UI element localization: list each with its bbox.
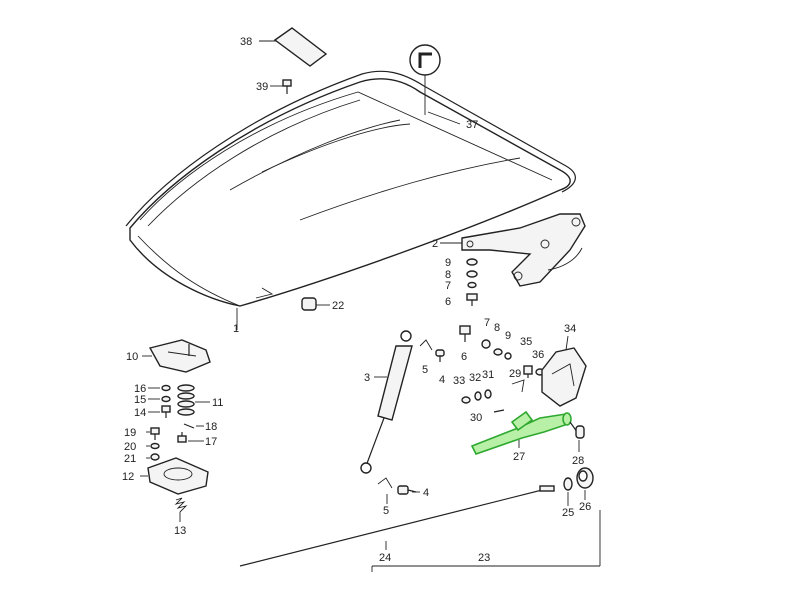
washer-15[interactable] [161, 395, 171, 403]
washer-32[interactable] [474, 391, 482, 401]
cable-guide-tube[interactable] [470, 410, 572, 455]
leader-lines [140, 40, 601, 572]
label-36: 36 [532, 349, 544, 361]
screw-30[interactable] [493, 409, 505, 413]
pin-18[interactable] [183, 423, 195, 429]
label-17: 17 [205, 436, 217, 448]
label-13: 13 [174, 525, 186, 537]
label-27: 27 [513, 451, 525, 463]
hood-panel[interactable] [129, 78, 571, 307]
label-4b: 4 [423, 487, 429, 499]
label-11: 11 [212, 397, 223, 409]
label-38: 38 [240, 36, 252, 48]
label-37: 37 [466, 119, 478, 131]
front-arrow-icon [409, 44, 441, 115]
latch-upper[interactable] [148, 339, 211, 373]
washer-9b[interactable] [504, 352, 512, 360]
label-30: 30 [470, 412, 482, 424]
clip-5a[interactable] [419, 339, 433, 351]
label-32: 32 [469, 372, 481, 384]
screw-17[interactable] [177, 432, 187, 443]
screw-19[interactable] [150, 427, 160, 440]
label-5a: 5 [422, 364, 428, 376]
label-5b: 5 [383, 505, 389, 517]
label-8a: 8 [445, 269, 451, 281]
washer-8b[interactable] [493, 348, 503, 356]
label-7b: 7 [484, 317, 490, 329]
nut-21[interactable] [150, 453, 160, 461]
label-10: 10 [126, 351, 138, 363]
label-31: 31 [482, 369, 494, 381]
bolt-6b[interactable] [459, 325, 471, 342]
cover-plate[interactable] [273, 27, 328, 67]
label-9a: 9 [445, 257, 451, 269]
label-19: 19 [124, 427, 136, 439]
label-22: 22 [332, 300, 344, 312]
label-16: 16 [134, 383, 146, 395]
washer-9a[interactable] [466, 258, 478, 266]
grommet-25[interactable] [563, 477, 573, 491]
label-7a: 7 [445, 280, 451, 292]
label-28: 28 [572, 455, 584, 467]
label-24: 24 [379, 552, 391, 564]
label-29: 29 [509, 368, 521, 380]
label-18: 18 [205, 421, 217, 433]
label-12: 12 [122, 471, 134, 483]
washer-8a[interactable] [466, 270, 478, 278]
hood-hinge[interactable] [461, 213, 586, 287]
gas-strut[interactable] [360, 330, 413, 474]
label-6a: 6 [445, 296, 451, 308]
hood-seal[interactable] [125, 70, 576, 227]
label-25: 25 [562, 507, 574, 519]
washer-16[interactable] [161, 384, 171, 392]
label-33: 33 [453, 375, 465, 387]
label-21: 21 [124, 453, 136, 465]
release-cable[interactable] [239, 485, 555, 567]
label-1: 1 [233, 323, 239, 335]
cap-26[interactable] [576, 467, 594, 489]
release-knob[interactable] [569, 421, 585, 439]
washer-20[interactable] [150, 442, 160, 450]
washer-7a[interactable] [467, 281, 477, 289]
bolt-6a[interactable] [466, 293, 478, 306]
label-6b: 6 [461, 351, 467, 363]
label-39: 39 [256, 81, 268, 93]
label-35: 35 [520, 336, 532, 348]
washer-7b[interactable] [481, 339, 491, 349]
label-23: 23 [478, 552, 490, 564]
latch-base[interactable] [147, 457, 209, 495]
label-14: 14 [134, 407, 146, 419]
label-9b: 9 [505, 330, 511, 342]
screw-39[interactable] [282, 79, 292, 94]
part-labels: 38 39 37 2 9 8 7 6 22 1 34 7 9 8 35 36 6… [122, 36, 591, 564]
pin-4a[interactable] [435, 349, 445, 362]
label-2: 2 [432, 238, 438, 250]
spring-11[interactable] [177, 384, 195, 416]
nut-33[interactable] [461, 396, 471, 404]
release-bracket[interactable] [541, 347, 587, 407]
label-15: 15 [134, 394, 146, 406]
clip-29[interactable] [511, 379, 525, 393]
label-3: 3 [364, 372, 370, 384]
washer-31[interactable] [484, 389, 492, 399]
label-8b: 8 [494, 322, 500, 334]
bump-stop[interactable] [301, 297, 317, 311]
bolt-14[interactable] [161, 405, 171, 418]
label-4a: 4 [439, 374, 445, 386]
label-26: 26 [579, 501, 591, 513]
spring-13[interactable] [174, 497, 188, 513]
label-34: 34 [564, 323, 576, 335]
label-20: 20 [124, 441, 136, 453]
clip-5b[interactable] [377, 477, 393, 489]
bolt-35[interactable] [523, 365, 533, 378]
pin-4b[interactable] [397, 485, 417, 495]
